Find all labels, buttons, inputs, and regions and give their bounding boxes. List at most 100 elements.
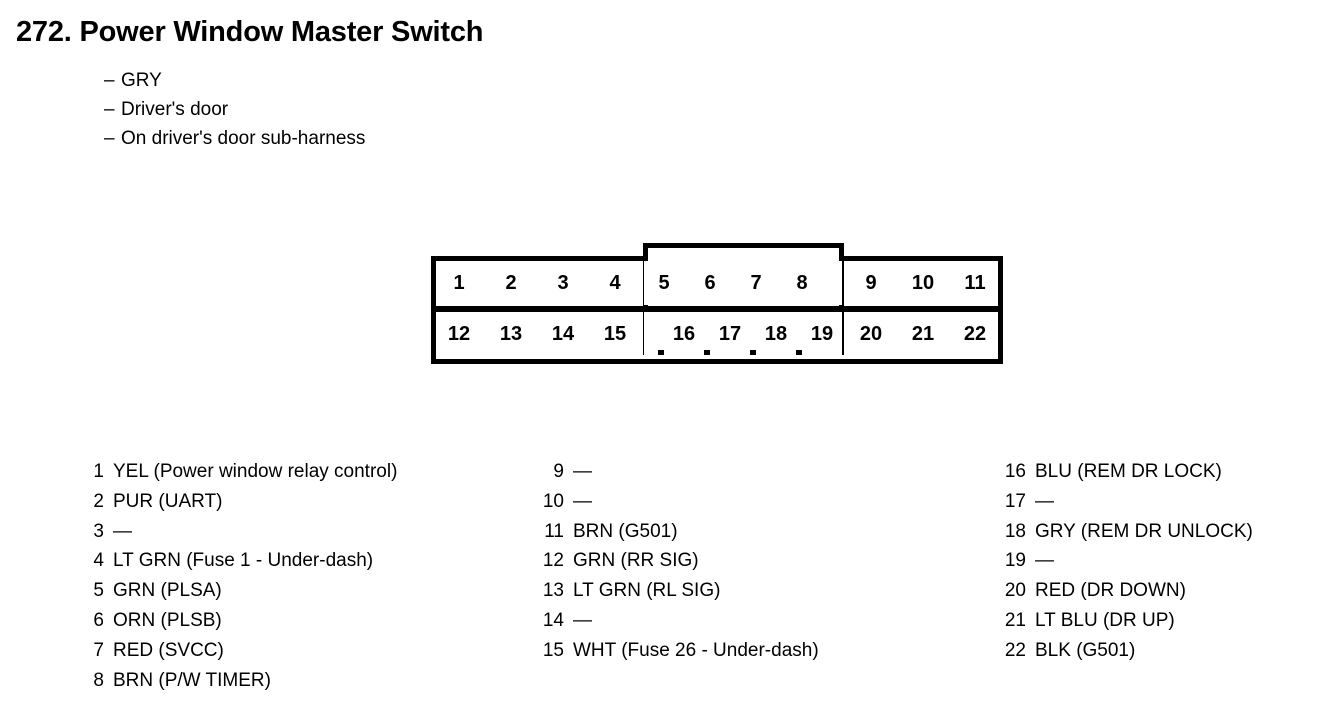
pin-description: — (573, 490, 592, 512)
pin-description: ORN (PLSB) (113, 609, 222, 631)
pin-list-row: 8 BRN (P/W TIMER) (80, 666, 397, 696)
pin-description: — (1035, 550, 1054, 572)
connector-blank-cell (644, 312, 658, 356)
pin-description: GRY (REM DR UNLOCK) (1035, 520, 1253, 542)
bullet-text: Driver's door (121, 99, 229, 120)
pin-number: 22 (1004, 639, 1026, 661)
pin-description: — (1035, 490, 1054, 512)
list-item: –GRY (104, 66, 365, 95)
pin-description: GRN (PLSA) (113, 580, 222, 602)
pin-description: YEL (Power window relay control) (113, 461, 398, 482)
connector-pin-cell-18: 18 (756, 312, 796, 356)
pin-number: 13 (542, 580, 564, 602)
connector-pin-cell-19: 19 (802, 312, 842, 356)
pin-list-row: 2 PUR (UART) (80, 487, 397, 517)
dash-icon: – (104, 70, 115, 91)
pin-number: 11 (544, 520, 564, 542)
pin-list-row: 3— (80, 517, 397, 547)
pin-list-row: 21 LT BLU (DR UP) (1002, 606, 1253, 636)
connector-pin-cell-20: 20 (848, 312, 894, 356)
connector-pin-cell-11: 11 (952, 261, 998, 305)
pin-list-row: 18 GRY (REM DR UNLOCK) (1002, 517, 1253, 547)
pin-description: — (113, 520, 132, 542)
pin-list-row: 5 GRN (PLSA) (80, 576, 397, 606)
pin-description: GRN (RR SIG) (573, 550, 699, 572)
pin-number: 4 (93, 550, 104, 572)
pin-description: LT BLU (DR UP) (1035, 609, 1175, 631)
connector-pin-cell-1: 1 (436, 261, 482, 305)
connector-pin-cell-22: 22 (952, 312, 998, 356)
pin-number: 14 (542, 609, 564, 631)
pin-number: 12 (542, 550, 564, 572)
connector-row-divider (431, 306, 1003, 312)
connector-pin-cell-8: 8 (782, 261, 822, 305)
list-item: –On driver's door sub-harness (104, 124, 365, 153)
pin-list-row: 6 ORN (PLSB) (80, 606, 397, 636)
connector-pin-cell-13: 13 (488, 312, 534, 356)
page-title: 272. Power Window Master Switch (16, 16, 484, 48)
pin-description: RED (SVCC) (113, 639, 224, 661)
pin-description: BRN (G501) (573, 520, 678, 542)
pin-list-column-1: 1 YEL (Power window relay control) 2 PUR (U… (80, 457, 397, 695)
pin-description: RED (DR DOWN) (1035, 580, 1186, 602)
pin-number: 21 (1004, 609, 1026, 631)
connector-pin-cell-14: 14 (540, 312, 586, 356)
pin-list-row: 7 RED (SVCC) (80, 636, 397, 666)
pin-number: 5 (93, 580, 104, 602)
pin-list-row: 17— (1002, 487, 1253, 517)
pin-description: WHT (Fuse 26 - Under-dash) (573, 639, 819, 661)
connector-pin-cell-6: 6 (690, 261, 730, 305)
pin-number: 10 (542, 490, 564, 512)
connector-pin-cell-7: 7 (736, 261, 776, 305)
pin-list-row: 1 YEL (Power window relay control) (80, 457, 397, 487)
pin-list-row: 9— (540, 457, 819, 487)
connector-pin-cell-3: 3 (540, 261, 586, 305)
pin-number: 3 (93, 520, 104, 542)
connector-pin-cell-15: 15 (592, 312, 638, 356)
connector-pin-cell-2: 2 (488, 261, 534, 305)
pin-list-row: 10 — (540, 487, 819, 517)
pin-number: 1 (93, 461, 104, 482)
list-item: –Driver's door (104, 95, 365, 124)
pin-description: PUR (UART) (113, 490, 223, 512)
connector-pin-cell-16: 16 (664, 312, 704, 356)
pin-list-row: 4 LT GRN (Fuse 1 - Under-dash) (80, 546, 397, 576)
connector-pin-cell-21: 21 (900, 312, 946, 356)
pin-number: 16 (1004, 461, 1026, 482)
pin-list-row: 22 BLK (G501) (1002, 636, 1253, 666)
connector-pin-cell-4: 4 (592, 261, 638, 305)
pin-number: 15 (542, 639, 564, 661)
pin-number: 18 (1004, 520, 1026, 542)
bullet-text: On driver's door sub-harness (121, 128, 366, 149)
pin-number: 9 (553, 461, 564, 482)
pin-description: LT GRN (RL SIG) (573, 580, 721, 602)
connector-pin-cell-10: 10 (900, 261, 946, 305)
connector-pin-cell-5: 5 (644, 261, 684, 305)
pin-list-row: 13 LT GRN (RL SIG) (540, 576, 819, 606)
connector-pin-cell-17: 17 (710, 312, 750, 356)
pin-description: LT GRN (Fuse 1 - Under-dash) (113, 550, 374, 572)
pin-number: 6 (93, 609, 104, 631)
pin-number: 8 (93, 669, 104, 691)
pin-list-row: 12 GRN (RR SIG) (540, 546, 819, 576)
pin-number: 19 (1004, 550, 1026, 572)
dash-icon: – (104, 99, 115, 120)
pin-number: 7 (93, 639, 104, 661)
pin-number: 2 (93, 490, 104, 512)
pin-description: BLK (G501) (1035, 639, 1136, 661)
pin-list-row: 14 — (540, 606, 819, 636)
pin-description: BRN (P/W TIMER) (113, 669, 271, 691)
pin-list-row: 15 WHT (Fuse 26 - Under-dash) (540, 636, 819, 666)
pin-list-row: 19 — (1002, 546, 1253, 576)
dash-icon: – (104, 128, 115, 149)
pin-list-row: 11 BRN (G501) (540, 517, 819, 547)
pin-description: — (573, 609, 592, 631)
pin-description: — (573, 461, 592, 482)
